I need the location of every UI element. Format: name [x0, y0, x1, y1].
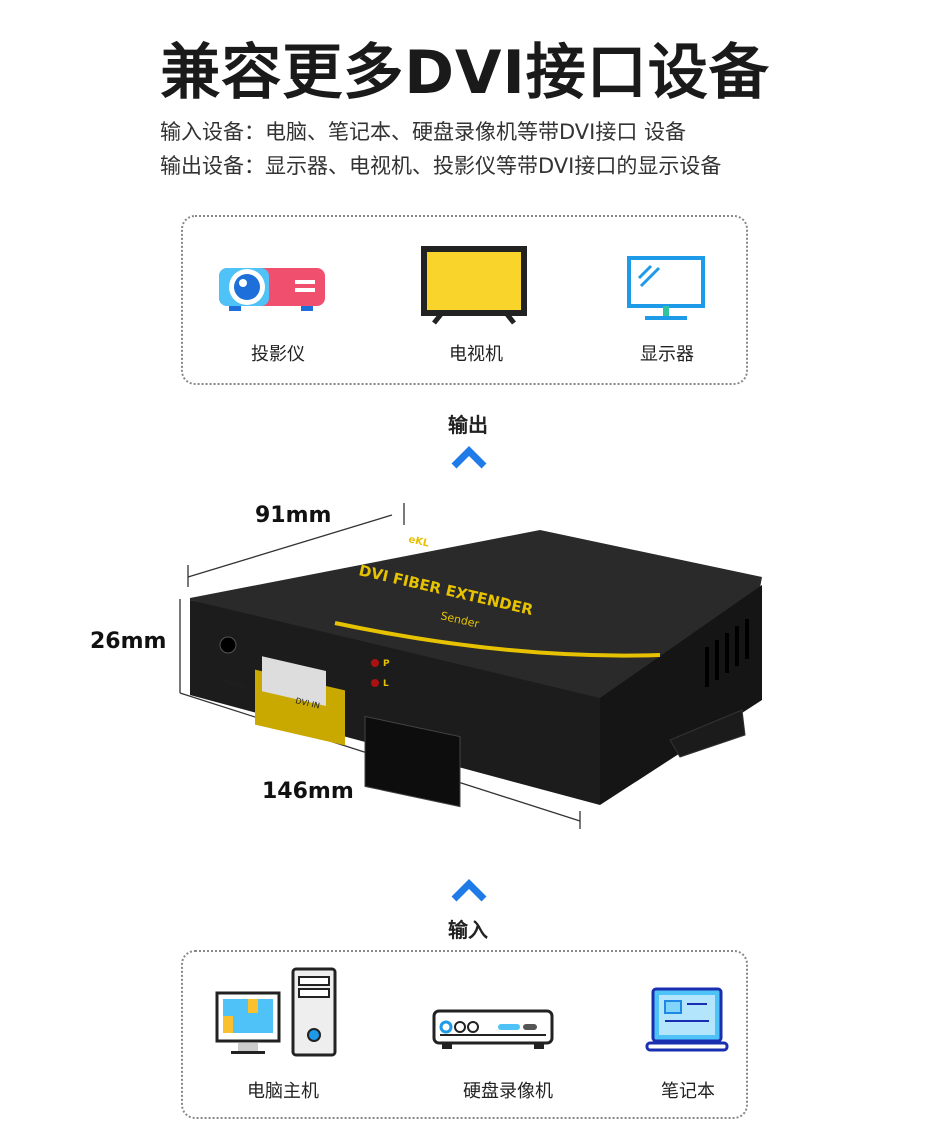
depth-dimension: 91mm [255, 503, 332, 528]
input-device-label-pc: 电脑主机 [247, 1081, 319, 1102]
vent-slots [705, 619, 749, 687]
chevron-up-icon [451, 879, 487, 902]
desktop-pc-icon [215, 967, 337, 1057]
device-top [190, 530, 762, 705]
led-p-label: P [383, 659, 390, 669]
input-label: 输入 [448, 918, 488, 942]
device-side [600, 585, 762, 805]
output-device-label-projector: 投影仪 [251, 344, 305, 365]
dvi-port [262, 656, 326, 707]
input-device-label-laptop: 笔记本 [661, 1081, 715, 1102]
chevron-up-icon [451, 446, 487, 469]
input-devices-line: 输入设备：电脑、笔记本、硬盘录像机等带DVI接口 设备 [160, 120, 687, 144]
fiber-port [364, 715, 461, 808]
input-device-label-dvr: 硬盘录像机 [463, 1081, 553, 1102]
laptop-icon [645, 987, 729, 1052]
input-devices-box [181, 950, 748, 1119]
audio-jack [219, 636, 237, 654]
monitor-icon [627, 256, 705, 320]
length-dimension: 146mm [262, 779, 354, 804]
brand-logo: eKL [407, 534, 430, 550]
page-title: 兼容更多DVI接口设备 [160, 38, 770, 108]
projector-icon [219, 268, 325, 311]
output-devices-box [181, 215, 748, 385]
tv-icon [421, 246, 527, 325]
device-front [190, 600, 600, 805]
product-image: DVI FIBER EXTENDER Sender eKL Audio DVI … [179, 503, 762, 829]
output-device-label-tv: 电视机 [449, 344, 503, 365]
height-dimension: 26mm [90, 629, 167, 654]
led-l-label: L [383, 679, 389, 689]
output-devices-line: 输出设备：显示器、电视机、投影仪等带DVI接口的显示设备 [160, 154, 722, 178]
output-device-label-monitor: 显示器 [640, 344, 694, 365]
dvr-icon [432, 1009, 554, 1049]
output-label: 输出 [448, 413, 488, 437]
